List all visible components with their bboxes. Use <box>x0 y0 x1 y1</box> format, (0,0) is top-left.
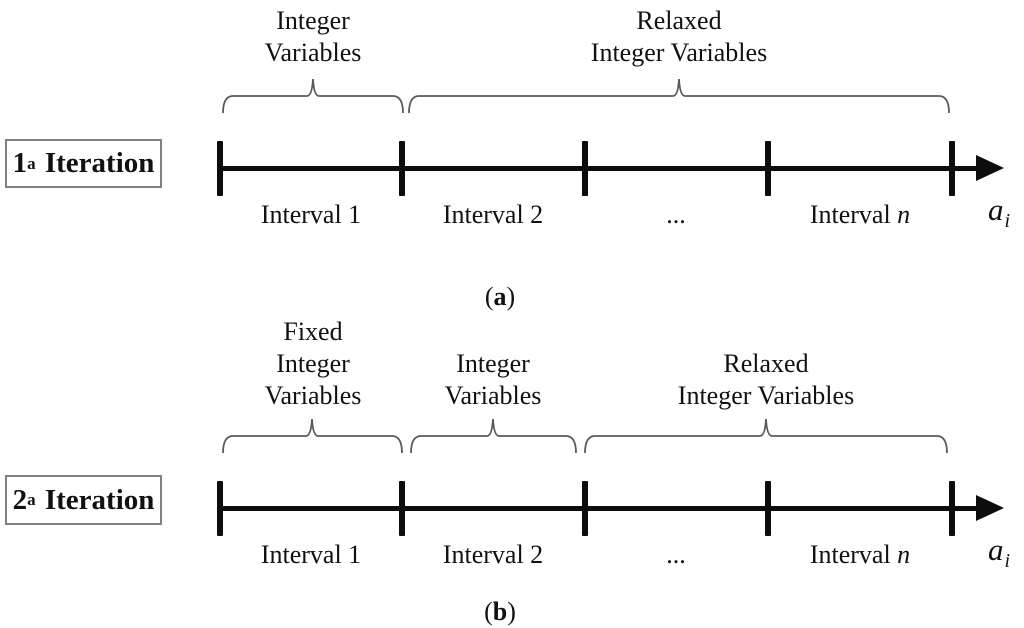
interval-1-label-a: Interval 1 <box>260 200 362 229</box>
iteration-number: 1 <box>12 147 28 179</box>
tick-a-4 <box>949 141 955 196</box>
tick-b-4 <box>949 481 955 536</box>
caption-b: (b) <box>484 597 516 626</box>
tick-a-3 <box>765 141 771 196</box>
interval-1-label-b: Interval 1 <box>260 540 362 569</box>
brace-integer-variables-a <box>222 78 404 114</box>
label-relaxed-integer-variables-a: Relaxed Integer Variables <box>590 6 768 67</box>
interval-2-label-a: Interval 2 <box>442 200 544 229</box>
interval-2-label-b: Interval 2 <box>442 540 544 569</box>
brace-relaxed-integer-variables-a <box>408 78 950 114</box>
label-fixed-integer-variables-b: Fixed Integer Variables <box>264 317 362 410</box>
tick-b-3 <box>765 481 771 536</box>
axis-arrow-a <box>976 155 1004 181</box>
tick-a-0 <box>217 141 223 196</box>
brace-fixed-integer-variables-b <box>222 418 403 454</box>
axis-arrow-b <box>976 495 1004 521</box>
tick-b-2 <box>582 481 588 536</box>
brace-integer-variables-b <box>410 418 577 454</box>
tick-b-1 <box>399 481 405 536</box>
axis-line-b <box>218 506 980 511</box>
label-relaxed-integer-variables-b: Relaxed Integer Variables <box>677 349 855 410</box>
caption-a: (a) <box>484 282 516 311</box>
axis-variable-a: ai <box>988 192 1011 232</box>
tick-b-0 <box>217 481 223 536</box>
interval-n-label-b: Interval n <box>809 540 911 569</box>
label-integer-variables-a: Integer Variables <box>264 6 362 67</box>
axis-variable-b: ai <box>988 532 1011 572</box>
brace-relaxed-integer-variables-b <box>584 418 948 454</box>
iteration-word: Iteration <box>44 147 155 179</box>
label-integer-variables-b: Integer Variables <box>444 349 542 410</box>
interval-ellipsis-b: ... <box>666 540 686 569</box>
iteration-word: Iteration <box>44 483 155 516</box>
axis-line-a <box>218 166 980 171</box>
interval-n-label-a: Interval n <box>809 200 911 229</box>
tick-a-2 <box>582 141 588 196</box>
interval-ellipsis-a: ... <box>666 200 686 229</box>
iteration-number: 2 <box>12 483 28 516</box>
tick-a-1 <box>399 141 405 196</box>
